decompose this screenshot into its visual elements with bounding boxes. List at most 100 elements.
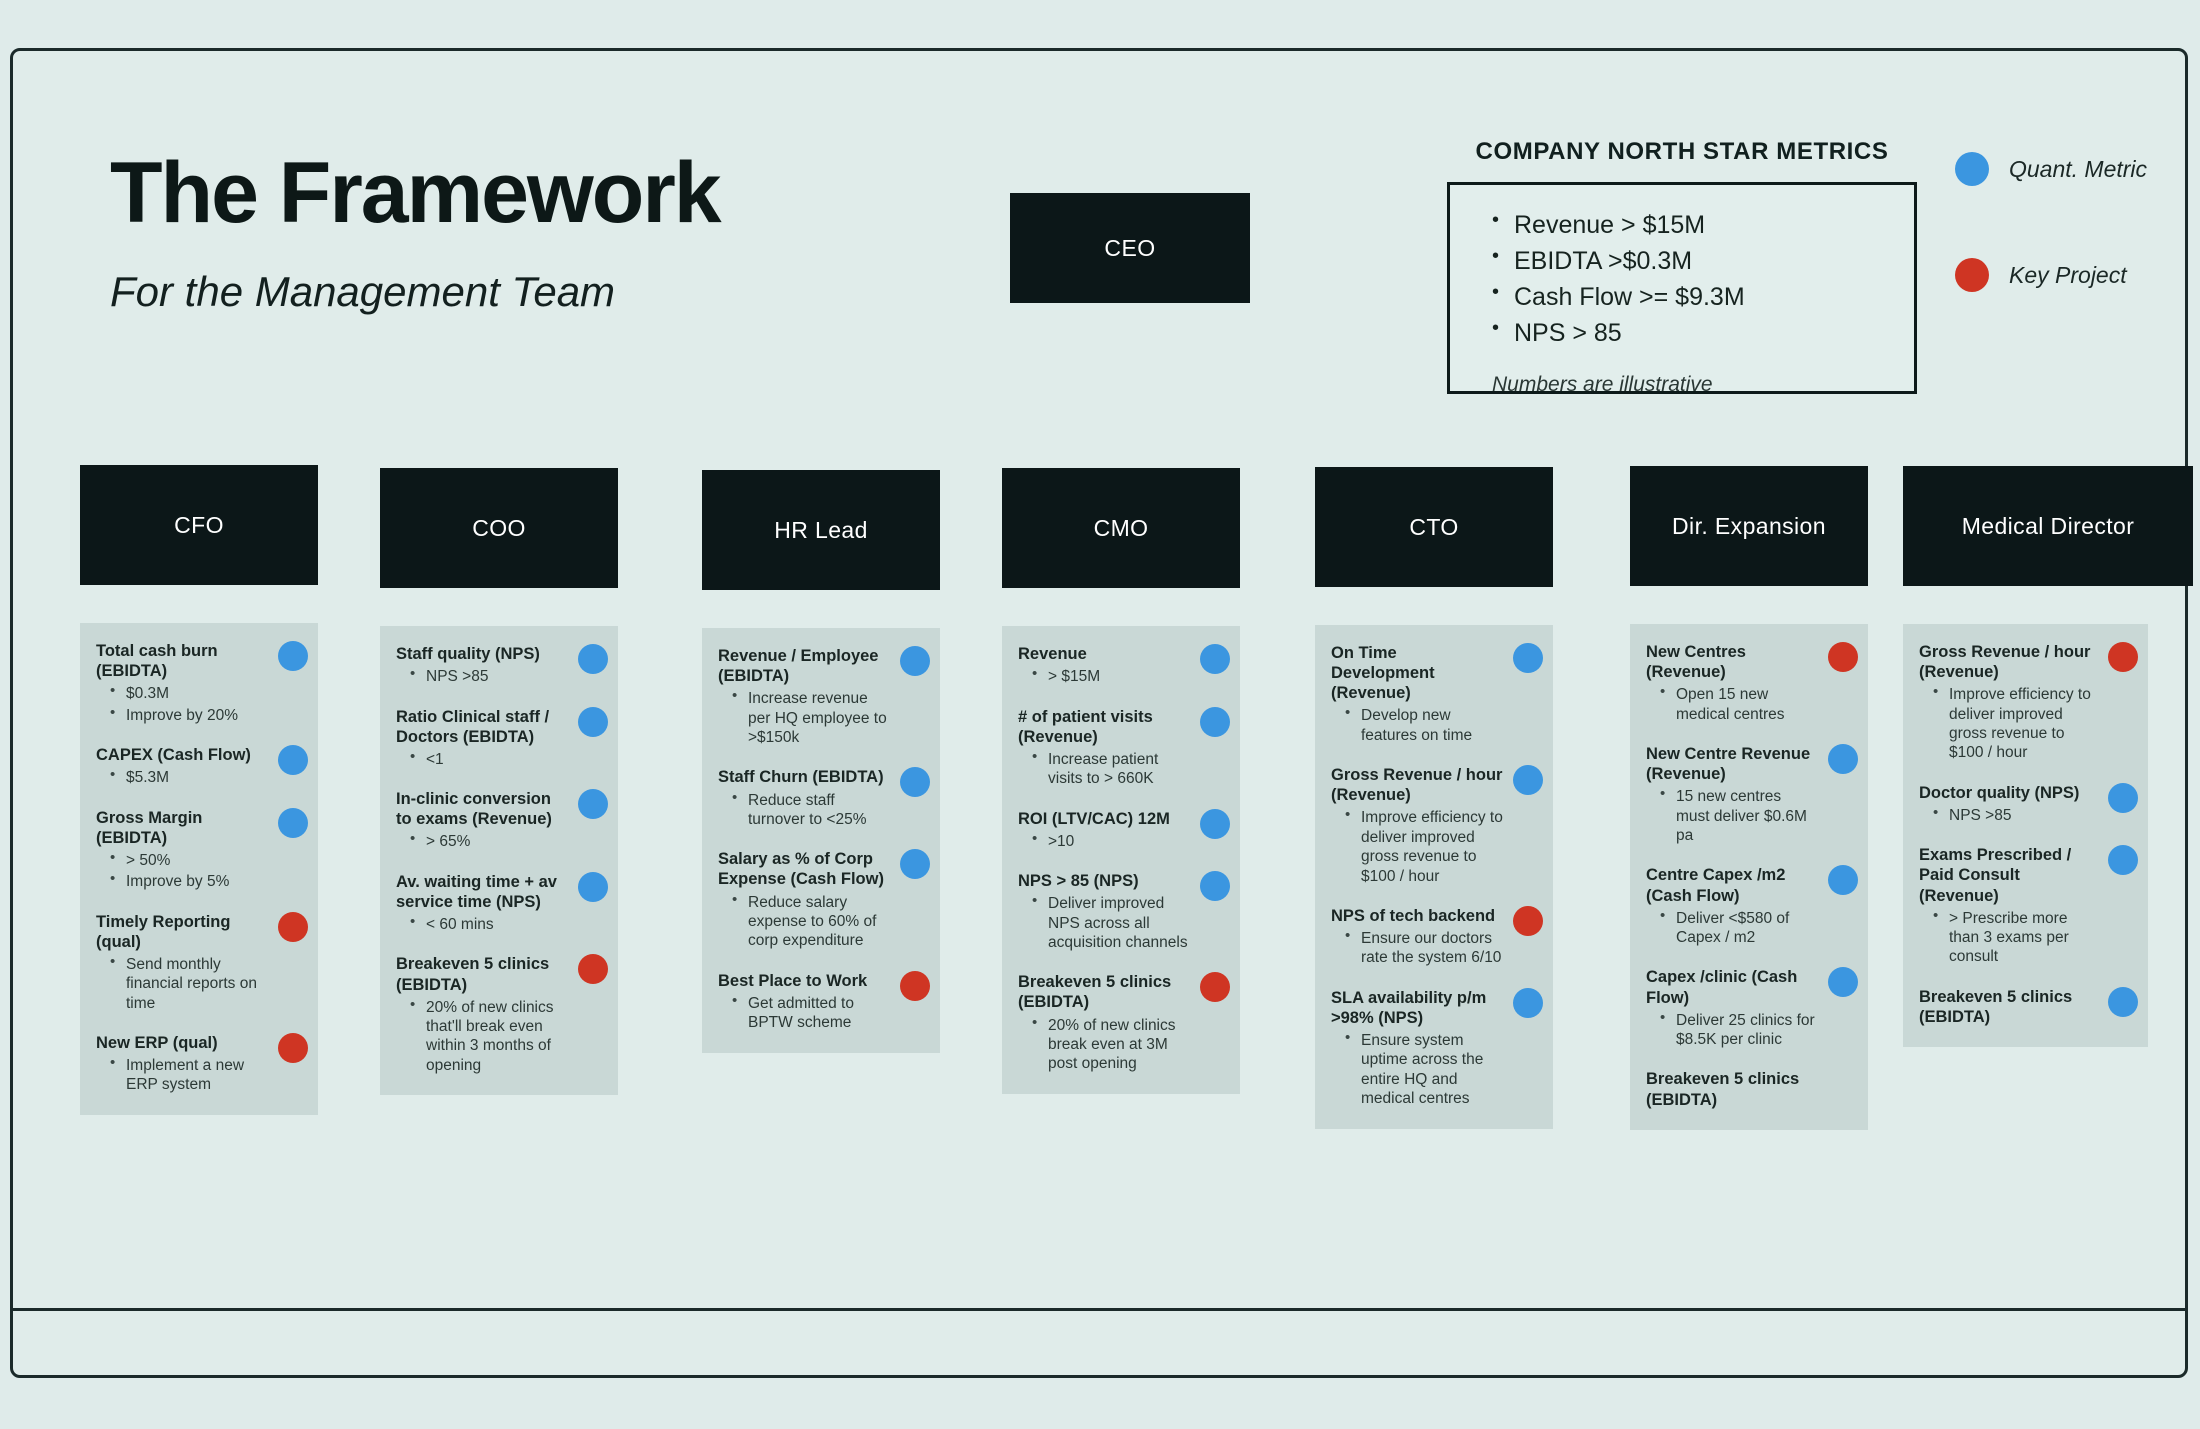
north-star-list: Revenue > $15MEBIDTA >$0.3MCash Flow >= …	[1468, 206, 1896, 351]
blue-circle-icon	[2108, 845, 2138, 876]
kpi-bullet: > 50%	[110, 849, 268, 870]
blue-circle-icon	[578, 706, 608, 737]
kpi-bullet-list: Improve efficiency to deliver improved g…	[1919, 683, 2098, 763]
kpi-bullet: Increase revenue per HQ employee to >$15…	[732, 687, 890, 747]
role-header[interactable]: HR Lead	[702, 470, 940, 590]
kpi-item: Revenue> $15M	[1018, 644, 1230, 687]
blue-circle-icon	[1513, 765, 1543, 796]
kpi-title: Gross Revenue / hour (Revenue)	[1919, 643, 2091, 682]
kpi-bullet-list: < 60 mins	[396, 913, 568, 934]
blue-circle-icon	[1828, 865, 1858, 896]
kpi-title: Ratio Clinical staff / Doctors (EBIDTA)	[396, 707, 550, 746]
kpi-item: Gross Margin (EBIDTA)> 50%Improve by 5%	[96, 807, 308, 892]
blue-circle-icon	[278, 641, 308, 671]
kpi-bullet-list: 20% of new clinics that'll break even wi…	[396, 996, 568, 1076]
red-circle-icon	[900, 970, 930, 1001]
kpi-bullet-list: > Prescribe more than 3 exams per consul…	[1919, 907, 2098, 967]
kpi-card: Gross Revenue / hour (Revenue)Improve ef…	[1903, 624, 2148, 1047]
kpi-bullet: Improve by 20%	[110, 704, 268, 725]
blue-circle-icon	[278, 807, 308, 838]
kpi-bullet: Improve efficiency to deliver improved g…	[1345, 806, 1503, 886]
blue-circle-icon	[2108, 986, 2138, 1017]
blue-circle-icon	[900, 646, 930, 676]
role-label: COO	[472, 514, 526, 541]
north-star-metric: NPS > 85	[1492, 314, 1896, 351]
kpi-title: Revenue / Employee (EBIDTA)	[718, 647, 879, 686]
kpi-bullet-list: Reduce salary expense to 60% of corp exp…	[718, 890, 890, 951]
kpi-bullet: 15 new centres must deliver $0.6M pa	[1660, 785, 1818, 845]
kpi-item: Revenue / Employee (EBIDTA)Increase reve…	[718, 646, 930, 747]
kpi-title: New Centre Revenue (Revenue)	[1646, 745, 1811, 784]
blue-circle-icon	[1828, 967, 1858, 998]
kpi-title: ROI (LTV/CAC) 12M	[1018, 809, 1170, 828]
red-circle-icon	[1200, 972, 1230, 1003]
kpi-bullet: NPS >85	[410, 665, 568, 686]
kpi-bullet-list: $0.3MImprove by 20%	[96, 682, 268, 725]
legend-label: Key Project	[2009, 261, 2127, 288]
kpi-title: Gross Revenue / hour (Revenue)	[1331, 766, 1503, 805]
kpi-bullet: > Prescribe more than 3 exams per consul…	[1933, 907, 2098, 967]
kpi-item: Exams Prescribed / Paid Consult (Revenue…	[1919, 845, 2138, 967]
role-header[interactable]: CMO	[1002, 468, 1240, 588]
kpi-bullet: 20% of new clinics break even at 3M post…	[1032, 1013, 1190, 1074]
kpi-title: NPS > 85 (NPS)	[1018, 872, 1139, 890]
role-header[interactable]: CTO	[1315, 467, 1553, 587]
kpi-bullet-list: Deliver improved NPS across all acquisit…	[1018, 892, 1190, 952]
kpi-card: New Centres (Revenue)Open 15 new medical…	[1630, 624, 1868, 1130]
blue-circle-icon	[1200, 706, 1230, 737]
kpi-item: Capex /clinic (Cash Flow)Deliver 25 clin…	[1646, 967, 1858, 1049]
role-header[interactable]: COO	[380, 468, 618, 588]
blue-circle-icon	[578, 644, 608, 674]
role-label: Dir. Expansion	[1672, 512, 1826, 539]
kpi-item: Salary as % of Corp Expense (Cash Flow)R…	[718, 849, 930, 951]
kpi-item: NPS > 85 (NPS) Deliver improved NPS acros…	[1018, 871, 1230, 952]
kpi-item: ROI (LTV/CAC) 12M >10	[1018, 808, 1230, 852]
role-header[interactable]: Dir. Expansion	[1630, 466, 1868, 586]
page-title: The Framework	[110, 145, 722, 241]
blue-circle-icon	[1200, 871, 1230, 901]
blue-circle-icon	[1513, 987, 1543, 1018]
kpi-item: Centre Capex /m2 (Cash Flow)Deliver <$58…	[1646, 865, 1858, 948]
blue-circle-icon	[578, 789, 608, 820]
blue-circle-icon	[1955, 152, 1989, 186]
kpi-bullet: >10	[1032, 830, 1190, 851]
kpi-title: Staff Churn (EBIDTA)	[718, 768, 884, 787]
kpi-item: # of patient visits (Revenue)Increase pa…	[1018, 706, 1230, 789]
kpi-bullet: Develop new features on time	[1345, 704, 1503, 745]
role-header[interactable]: Medical Director	[1903, 466, 2193, 586]
role-header[interactable]: CFO	[80, 465, 318, 585]
kpi-bullet-list: > 50%Improve by 5%	[96, 849, 268, 892]
kpi-title: Revenue	[1018, 645, 1087, 663]
kpi-title: Breakeven 5 clinics (EBIDTA)	[396, 955, 550, 994]
kpi-bullet-list: Deliver <$580 of Capex / m2	[1646, 907, 1818, 948]
kpi-bullet-list: Improve efficiency to deliver improved g…	[1331, 806, 1503, 886]
kpi-bullet: Reduce staff turnover to <25%	[732, 789, 890, 830]
legend-label: Quant. Metric	[2009, 155, 2148, 182]
kpi-item: Staff Churn (EBIDTA) Reduce staff turnove…	[718, 767, 930, 830]
north-star-metric: Cash Flow >= $9.3M	[1492, 278, 1896, 315]
blue-circle-icon	[1828, 744, 1858, 774]
blue-circle-icon	[1200, 808, 1230, 839]
north-star-metric: Revenue > $15M	[1492, 206, 1896, 243]
red-circle-icon	[278, 911, 308, 942]
kpi-card: Revenue> $15M # of patient visits (Revenu…	[1002, 626, 1240, 1094]
kpi-item: Doctor quality (NPS)NPS >85	[1919, 782, 2138, 826]
kpi-bullet: Deliver improved NPS across all acquisit…	[1032, 892, 1190, 952]
role-label: CFO	[174, 511, 224, 538]
kpi-bullet-list: $5.3M	[96, 766, 268, 787]
kpi-bullet-list: Ensure system uptime across the entire H…	[1331, 1029, 1503, 1109]
kpi-bullet-list: Send monthly financial reports on time	[96, 953, 268, 1013]
ceo-node[interactable]: CEO	[1010, 193, 1250, 303]
kpi-bullet-list: Get admitted to BPTW scheme	[718, 992, 890, 1033]
kpi-title: NPS of tech backend	[1331, 906, 1496, 925]
kpi-title: SLA availability p/m >98% (NPS)	[1331, 988, 1487, 1027]
red-circle-icon	[278, 1032, 308, 1063]
kpi-title: Salary as % of Corp Expense (Cash Flow)	[718, 850, 884, 889]
kpi-item: Breakeven 5 clinics (EBIDTA)20% of new c…	[1018, 972, 1230, 1074]
kpi-bullet-list: >10	[1018, 830, 1190, 851]
kpi-title: On Time Development (Revenue)	[1331, 644, 1435, 703]
